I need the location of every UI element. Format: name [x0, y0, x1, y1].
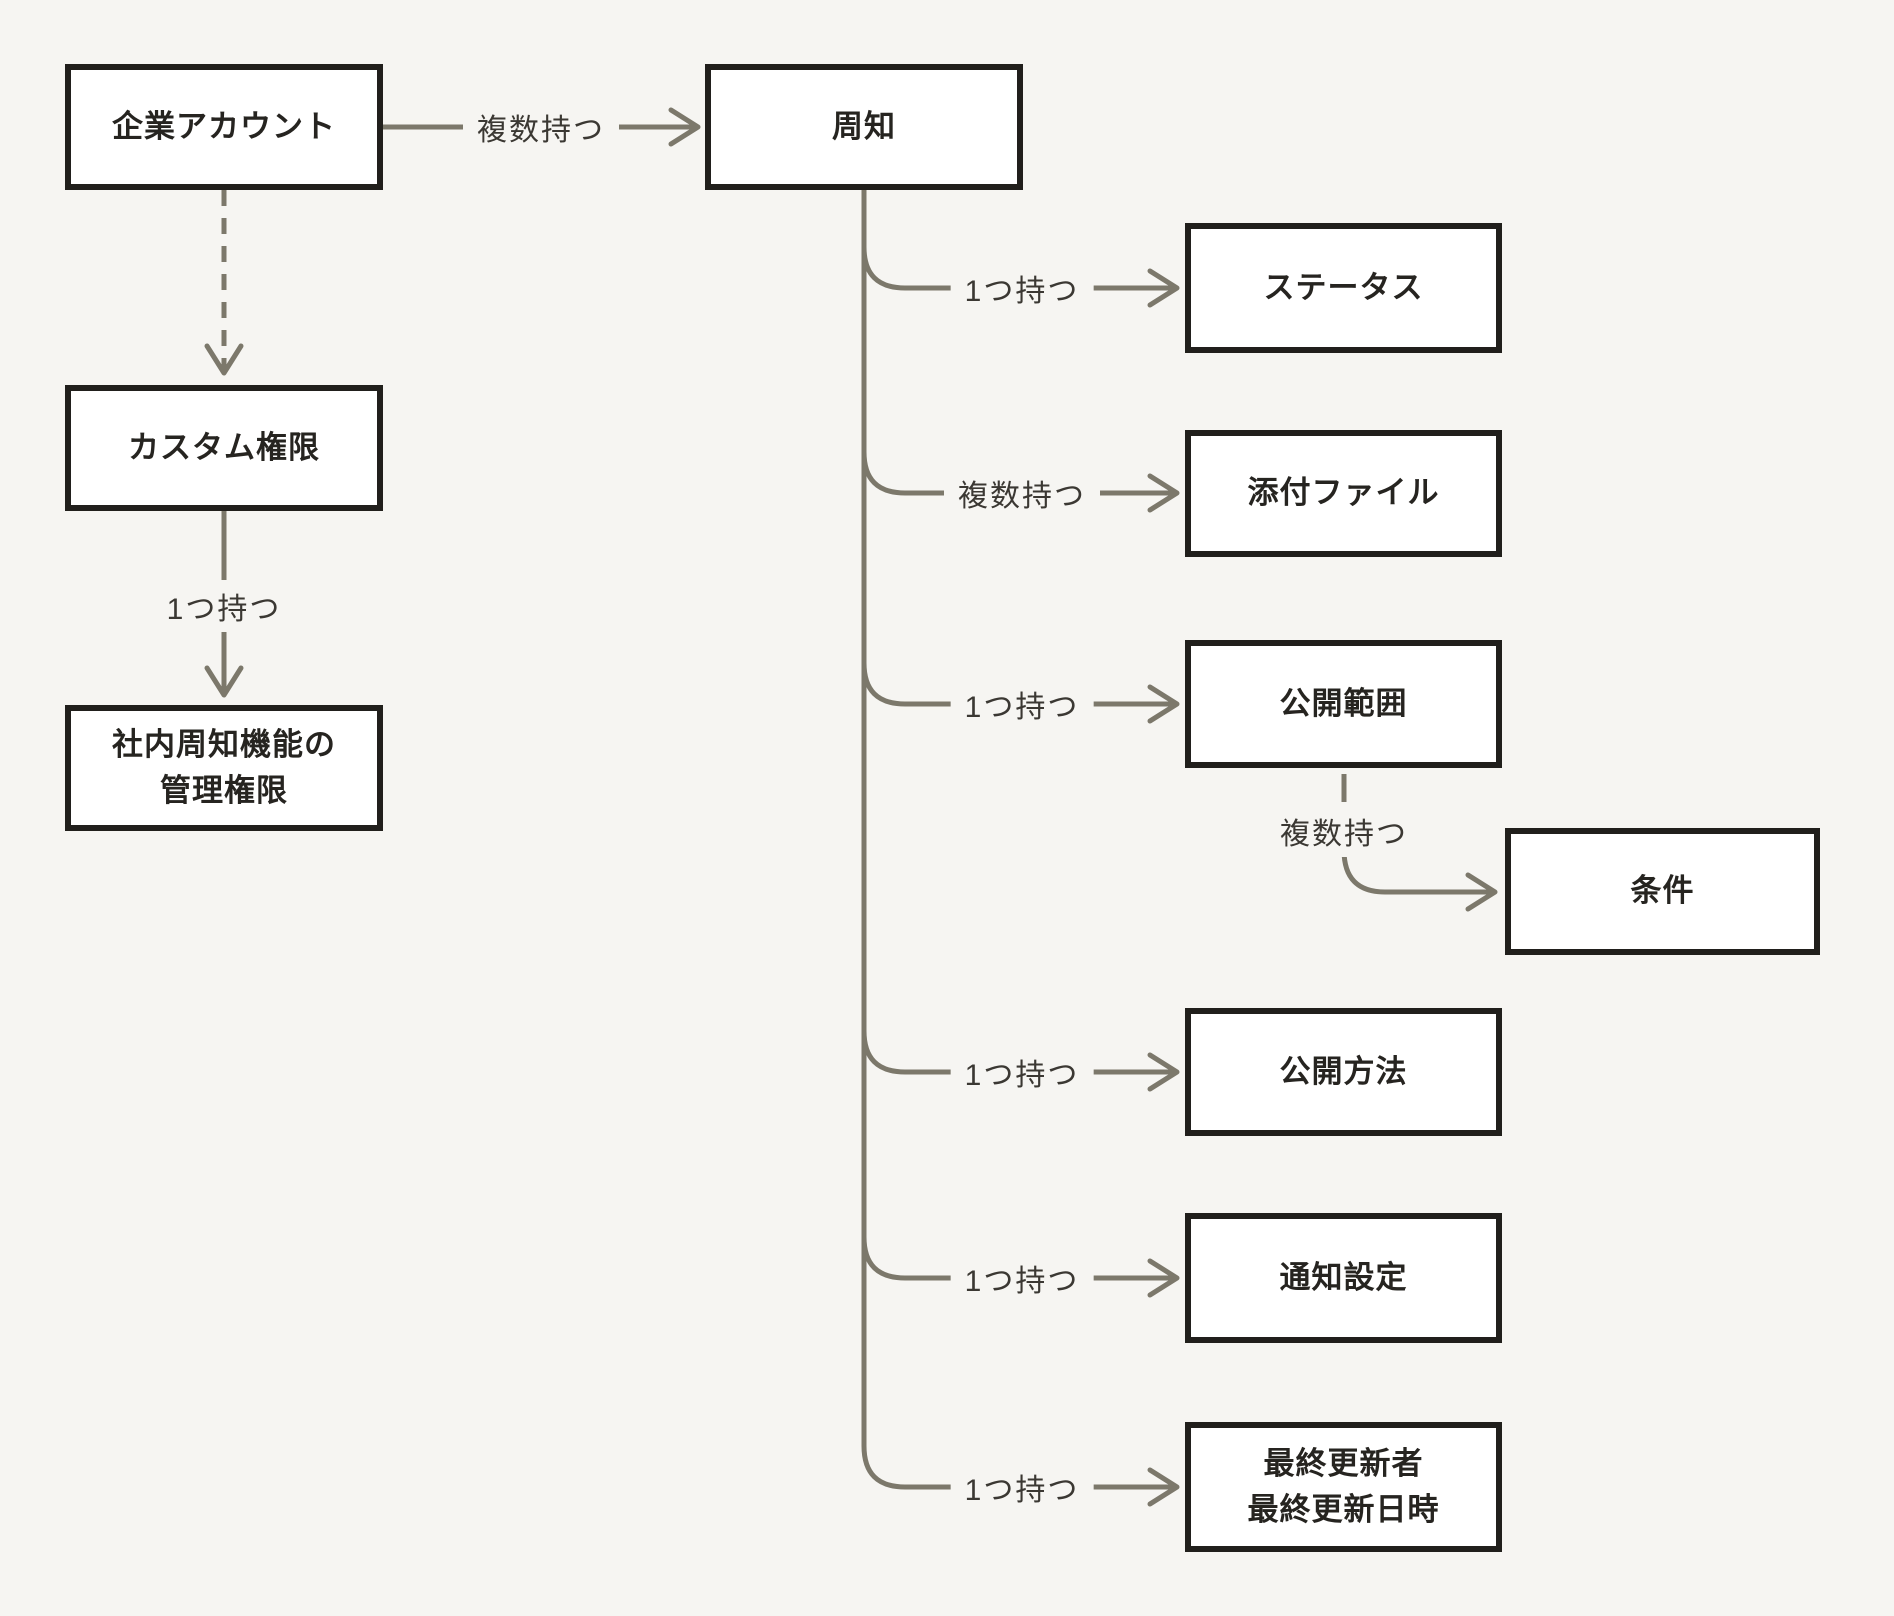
edge-label-announcement-to-method: 1つ持つ [950, 1046, 1094, 1098]
edge-branch-attachment [861, 451, 1180, 513]
edge-label-announcement-to-status: 1つ持つ [950, 262, 1094, 314]
edge-label-custom-to-admin: 1つ持つ [152, 580, 296, 632]
edge-label-announcement-to-notification: 1つ持つ [950, 1252, 1094, 1304]
node-custom-permission: カスタム権限 [65, 385, 383, 511]
edge-label-corp-to-announcement: 複数持つ [463, 101, 619, 153]
node-corporate-account: 企業アカウント [65, 64, 383, 190]
node-notification: 通知設定 [1185, 1213, 1502, 1343]
node-announcement: 周知 [705, 64, 1023, 190]
edge-label-announcement-to-attachment: 複数持つ [944, 467, 1100, 519]
edge-label-announcement-to-scope: 1つ持つ [950, 678, 1094, 730]
edge-branch-notification [861, 1236, 1180, 1298]
node-condition: 条件 [1505, 828, 1820, 955]
node-method: 公開方法 [1185, 1008, 1502, 1136]
edge-branch-scope [861, 662, 1180, 724]
edge-announcement-trunk-to-last-updated [861, 190, 1180, 1507]
edge-label-scope-to-condition: 複数持つ [1266, 805, 1422, 857]
edge-scope-to-condition [1341, 849, 1498, 912]
node-attachment: 添付ファイル [1185, 430, 1502, 557]
node-internal-admin-permission: 社内周知機能の 管理権限 [65, 705, 383, 831]
node-scope: 公開範囲 [1185, 640, 1502, 768]
node-last-updated: 最終更新者 最終更新日時 [1185, 1422, 1502, 1552]
edge-branch-method [861, 1030, 1180, 1092]
node-status: ステータス [1185, 223, 1502, 353]
edge-branch-status [861, 246, 1180, 308]
edge-label-announcement-to-last-updated: 1つ持つ [950, 1461, 1094, 1513]
